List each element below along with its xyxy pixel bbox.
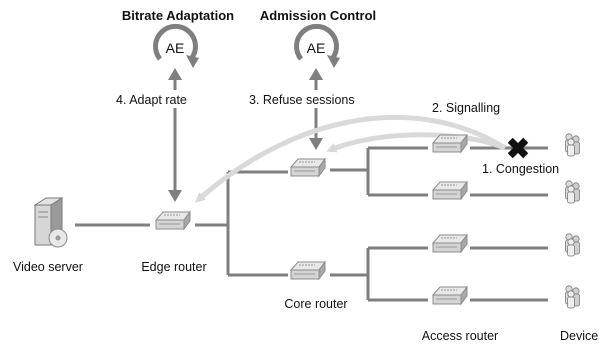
ae-symbol: AE [307,40,326,56]
access-router-label: Access router [422,329,498,343]
router-icon [290,261,326,280]
x-mark-icon [507,137,529,159]
core-router-label: Core router [284,297,347,311]
step-signalling: 2. Signalling [432,101,500,115]
edge-router-label: Edge router [141,260,206,274]
step-congestion: 1. Congestion [482,162,559,176]
admission-control-title: Admission Control [260,8,376,23]
ae-arrowheads [168,68,323,202]
network-links [75,75,548,302]
bitrate-adaptation-title: Bitrate Adaptation [122,8,234,23]
signalling-arrows [194,114,507,203]
circular-arrow-icon [294,23,339,61]
router-icon [432,234,468,253]
circular-arrow-icon [153,23,198,61]
router-icon [432,286,468,305]
server-icon [33,197,68,248]
admission-ae: AE [294,23,340,68]
user-group-icon [565,233,580,257]
router-icon [432,181,468,200]
router-icon [290,158,326,177]
bitrate-ae: AE [153,23,199,68]
router-icon [432,134,468,153]
ae-symbol: AE [166,40,185,56]
video-server-label: Video server [13,260,83,274]
user-group-icon [565,180,580,204]
router-icon [155,211,191,230]
user-group-icon [565,285,580,309]
step-refuse-sessions: 3. Refuse sessions [249,93,355,107]
devices-label: Devices [560,329,599,343]
user-group-icon [565,133,580,157]
step-adapt-rate: 4. Adapt rate [116,93,187,107]
